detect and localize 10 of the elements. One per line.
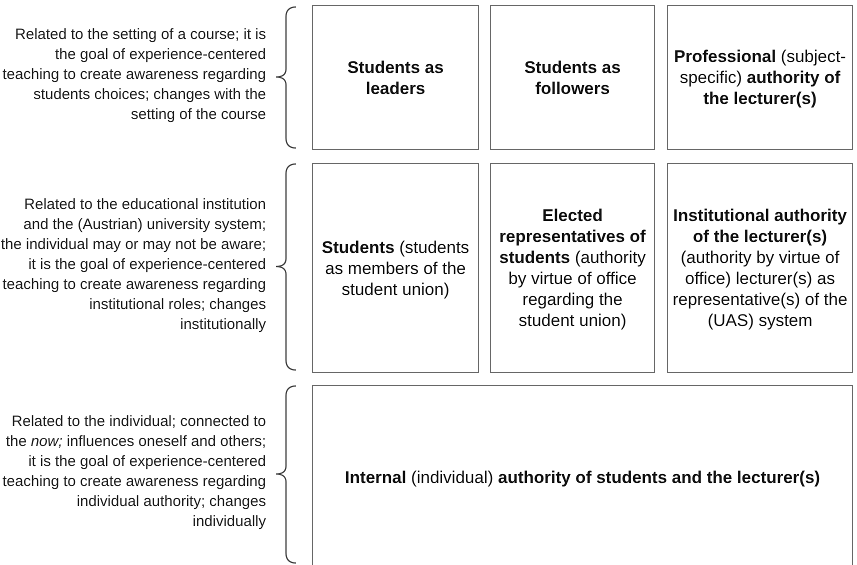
row-description: Related to the individual; connected to the now; influences oneself and others; it is the goal of experience-centered teaching to create awareness regarding individual authority; changes individually (2, 412, 266, 532)
table-cell: Students (students as members of the student union) (312, 163, 479, 373)
table-cell: Professional (subject-specific) authority of the lecturer(s) (667, 5, 853, 150)
table-cell: Students as followers (490, 5, 655, 150)
table-cell: Students as leaders (312, 5, 479, 150)
table-cell: Internal (individual) authority of students and the lecturer(s) (312, 385, 853, 565)
row-description: Related to the setting of a course; it is the goal of experience-centered teaching to create awareness regarding students choices; changes with the setting of the course (2, 25, 266, 125)
table-cell: Elected representatives of students (authority by virtue of office regarding the student union) (490, 163, 655, 373)
row-description: Related to the educational institution and the (Austrian) university system; the individual may or may not be aware; it is the goal of experience-centered teaching to create awareness regarding institutional roles; changes institutionally (0, 194, 266, 334)
table-cell: Institutional authority of the lecturer(s) (authority by virtue of office) lecturer(s) as representative(s) of the (UAS) system (667, 163, 853, 373)
